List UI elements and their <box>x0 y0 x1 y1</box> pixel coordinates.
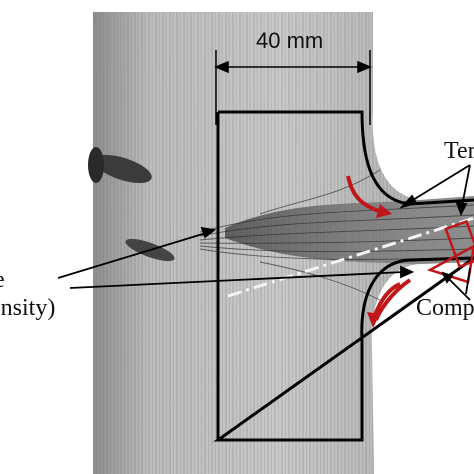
zone-label-line2: ensity) <box>0 295 56 321</box>
leader-arrows <box>57 164 471 301</box>
zone-label-line1: ne <box>0 268 5 292</box>
centerline <box>227 216 474 298</box>
measurement-outline <box>213 110 474 442</box>
wood-body <box>88 12 474 474</box>
dimension-line <box>214 50 372 125</box>
flow-arrowhead-upper <box>376 204 392 218</box>
flow-arrow-lower-stroke <box>374 278 412 321</box>
tension-label: Ter <box>444 138 474 164</box>
dimension-label: 40 mm <box>256 28 324 53</box>
compression-label: Comp <box>416 295 474 321</box>
